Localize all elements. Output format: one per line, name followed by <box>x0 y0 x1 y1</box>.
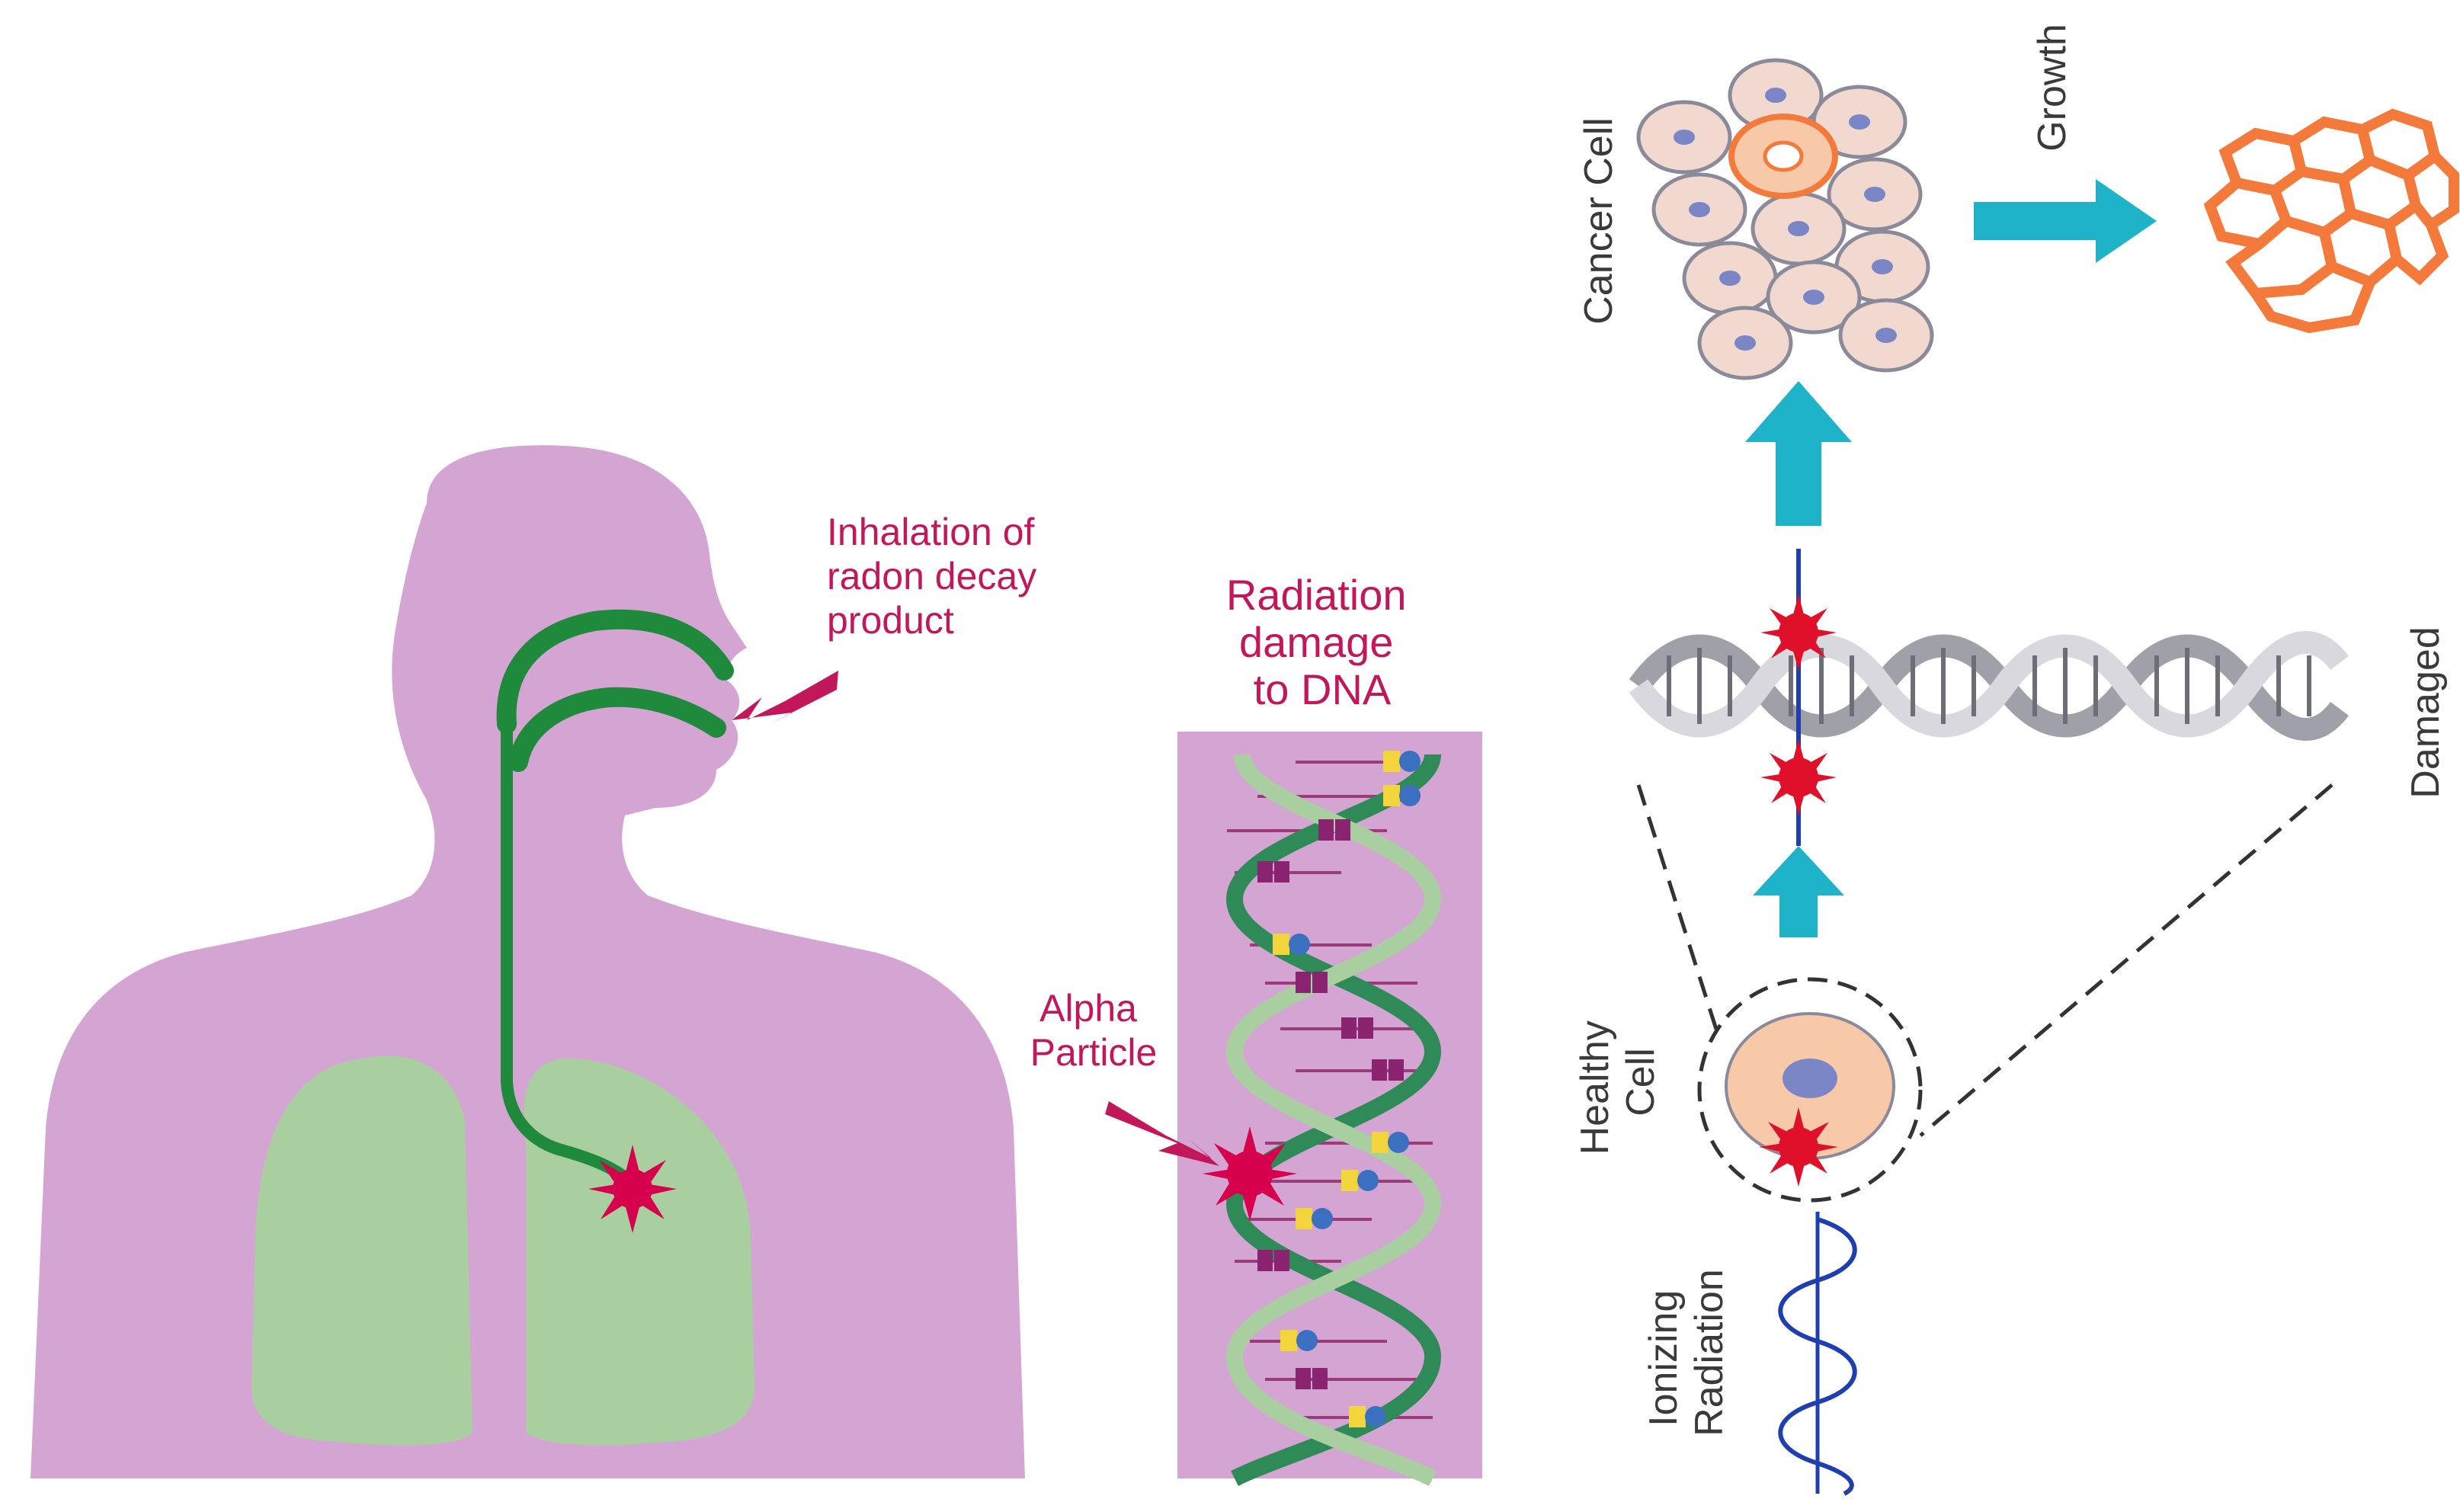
dna-strand-light <box>1225 753 1442 1486</box>
growth-arrow-icon <box>1974 179 2157 263</box>
dna-double-helix <box>1225 751 1442 1486</box>
damaged-label: Damaged <box>2404 626 2448 798</box>
alpha-arrow-icon <box>1105 1101 1219 1166</box>
ionizing-radiation-label: Ionizing Radiation <box>1642 1269 1731 1437</box>
alpha-particle-label: Alpha Particle <box>1030 987 1158 1074</box>
dna-strand-dark <box>1225 753 1442 1486</box>
starburst-icon-dna <box>1203 1126 1297 1221</box>
nasal-passage-upper <box>496 609 734 734</box>
starburst-icon-dna-lower <box>1760 739 1837 815</box>
cancer-cell-cluster <box>1636 58 1934 380</box>
growth-label: Growth <box>2030 24 2074 152</box>
left-lung <box>251 1056 472 1446</box>
starburst-icon-cell <box>1759 1107 1838 1187</box>
damaged-dna-helix <box>1629 631 2349 741</box>
radiation-damage-label: Radiation damage to DNA <box>1226 571 1418 713</box>
cancer-cell-label: Cancer Cell <box>1577 117 1621 325</box>
tumor-mass <box>2203 108 2459 334</box>
inhalation-label: Inhalation of radon decay product <box>827 511 1047 642</box>
zoom-lines <box>1636 783 2333 1137</box>
healthy-cell-label: Healthy Cell <box>1573 1010 1663 1155</box>
upward-arrow-icon-top <box>1745 381 1852 526</box>
healthy-cell <box>1697 977 1923 1203</box>
starburst-icon-dna-upper <box>1760 594 1837 671</box>
dna-nucleotides <box>1257 751 1421 1427</box>
upward-arrow-icon-bottom <box>1753 846 1844 937</box>
ionizing-radiation-wave-icon <box>1778 1217 1857 1496</box>
nasal-passage-lower <box>508 687 726 772</box>
inhalation-arrow-icon <box>732 671 838 724</box>
starburst-icon-lung <box>588 1145 677 1233</box>
